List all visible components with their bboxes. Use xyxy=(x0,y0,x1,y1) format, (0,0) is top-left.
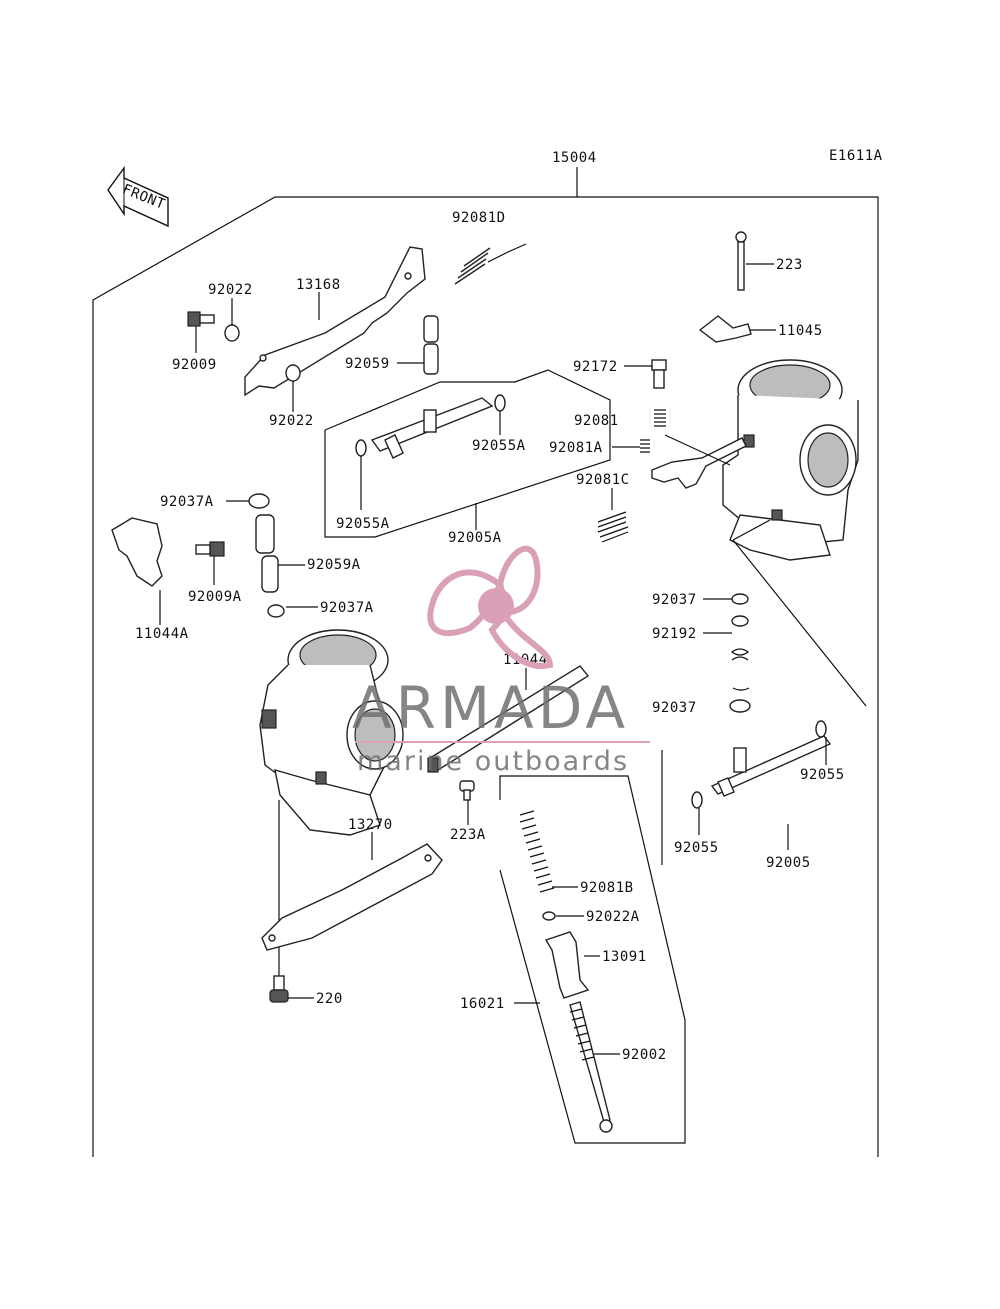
label-13270: 13270 xyxy=(348,817,393,833)
label-92055-left: 92055 xyxy=(674,840,719,856)
screw-220 xyxy=(269,975,289,1003)
washer-92022-mid xyxy=(285,364,301,382)
label-92002: 92002 xyxy=(622,1047,667,1063)
label-92037A-top: 92037A xyxy=(160,494,214,510)
label-92005A: 92005A xyxy=(448,530,502,546)
plate-13270 xyxy=(261,843,443,951)
bracket-11044A xyxy=(111,517,163,587)
throttle-link-right xyxy=(651,437,747,489)
screw-92172 xyxy=(651,359,667,389)
oring-92055A-right xyxy=(494,394,506,412)
label-92081A: 92081A xyxy=(549,440,603,456)
holder-13091 xyxy=(544,931,590,999)
bracket-11045 xyxy=(698,315,752,343)
label-92022-top: 92022 xyxy=(208,282,253,298)
spring-92081B xyxy=(519,810,555,893)
label-92037-b: 92037 xyxy=(652,700,697,716)
label-13091: 13091 xyxy=(602,949,647,965)
label-223: 223 xyxy=(776,257,803,273)
label-92009: 92009 xyxy=(172,357,217,373)
hose-92059A xyxy=(255,514,279,593)
carburetor-right xyxy=(722,359,859,561)
label-92059A: 92059A xyxy=(307,557,361,573)
assembly-outline xyxy=(92,196,879,1157)
label-92037-a: 92037 xyxy=(652,592,697,608)
group-16021 xyxy=(499,775,686,1144)
label-92192: 92192 xyxy=(652,626,697,642)
linkage-plate-13168 xyxy=(244,246,426,397)
label-13168: 13168 xyxy=(296,277,341,293)
oring-92055-left xyxy=(691,791,703,809)
rod-11044 xyxy=(427,665,590,773)
watermark-brand: ARMADA xyxy=(352,674,629,742)
label-92055A-right: 92055A xyxy=(472,438,526,454)
spring-92081 xyxy=(654,409,666,427)
propeller-logo-icon xyxy=(427,545,554,669)
watermark-tagline: marine outboards xyxy=(357,746,629,777)
clip-part-2 xyxy=(732,687,750,691)
label-15004: 15004 xyxy=(552,150,597,166)
fuel-pipe-92005 xyxy=(710,735,832,797)
label-92172: 92172 xyxy=(573,359,618,375)
label-92005: 92005 xyxy=(766,855,811,871)
label-92081C: 92081C xyxy=(576,472,630,488)
spring-92081D xyxy=(454,243,527,285)
label-92022-mid: 92022 xyxy=(269,413,314,429)
label-92081: 92081 xyxy=(574,413,619,429)
oring-92055-right xyxy=(815,720,827,738)
label-92022A: 92022A xyxy=(586,909,640,925)
label-11044A: 11044A xyxy=(135,626,189,642)
cap-92037-b xyxy=(729,699,751,713)
label-92009A: 92009A xyxy=(188,589,242,605)
hose-92059 xyxy=(423,315,439,375)
washer-92022A xyxy=(542,911,556,921)
label-11045: 11045 xyxy=(778,323,823,339)
washer-92192 xyxy=(731,615,749,627)
label-223A: 223A xyxy=(450,827,486,843)
label-92055A-left: 92055A xyxy=(336,516,390,532)
screw-92009A xyxy=(195,541,225,557)
screw-92009 xyxy=(187,311,215,327)
armada-watermark: ARMADA marine outboards xyxy=(352,545,650,777)
screw-223 xyxy=(735,231,747,291)
label-16021: 16021 xyxy=(460,996,505,1012)
label-92081B: 92081B xyxy=(580,880,634,896)
front-arrow-icon: FRONT xyxy=(107,165,169,228)
diagram-code: E1611A xyxy=(829,148,883,164)
label-92055-right: 92055 xyxy=(800,767,845,783)
screw-223A xyxy=(459,780,475,801)
clip-part xyxy=(730,648,750,661)
spring-92081A xyxy=(640,439,650,453)
fuel-pipe-92005A xyxy=(370,397,494,459)
oring-92055A-left xyxy=(355,439,367,457)
washer-92022-top xyxy=(224,324,240,342)
spring-92081C xyxy=(597,511,629,543)
cap-92037A-mid xyxy=(267,604,285,618)
needle-92002 xyxy=(569,1001,613,1133)
label-92037A-mid: 92037A xyxy=(320,600,374,616)
label-220: 220 xyxy=(316,991,343,1007)
group-92005A xyxy=(324,369,611,538)
label-92059: 92059 xyxy=(345,356,390,372)
label-92081D: 92081D xyxy=(452,210,506,226)
carburetor-left xyxy=(259,629,404,836)
cap-92037-a xyxy=(731,593,749,605)
cap-92037A-top xyxy=(248,493,270,509)
